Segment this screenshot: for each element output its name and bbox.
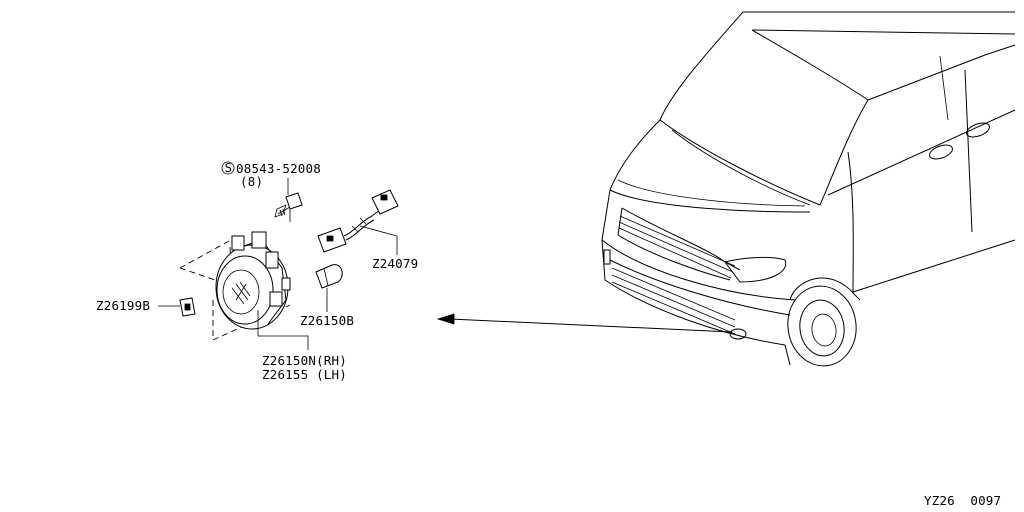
vehicle-fog-lamp-icon	[729, 328, 747, 340]
label-bolt-qty: (8)	[240, 174, 263, 189]
lower-grille-icon	[611, 267, 736, 335]
leader-lines	[158, 225, 398, 350]
label-lamp-lh: Z26155 (LH)	[262, 367, 347, 382]
label-bolt-symbol-text: S	[225, 160, 233, 175]
label-bolt-part: 08543-52008	[236, 161, 321, 176]
label-harness: Z24079	[372, 256, 418, 271]
bolt-icon	[274, 192, 303, 222]
label-bulb: Z26150B	[300, 313, 354, 328]
fog-lamp-assembly-icon	[215, 231, 291, 330]
bracket-clip-icon	[179, 297, 196, 317]
wiring-harness-icon	[317, 189, 399, 253]
label-diagram-code: YZ26 0097	[924, 493, 1001, 508]
lens-pattern-icon	[231, 281, 251, 305]
front-wheel-icon	[787, 285, 857, 367]
grille-slats-icon	[618, 215, 736, 279]
label-lamp-rh: Z26150N(RH)	[262, 353, 347, 368]
label-bolt-symbol: S	[221, 160, 235, 175]
vehicle-front-icon	[601, 11, 1016, 367]
label-bracket: Z26199B	[96, 298, 150, 313]
bulb-icon	[315, 264, 343, 289]
leader-arrow-icon	[436, 313, 733, 333]
